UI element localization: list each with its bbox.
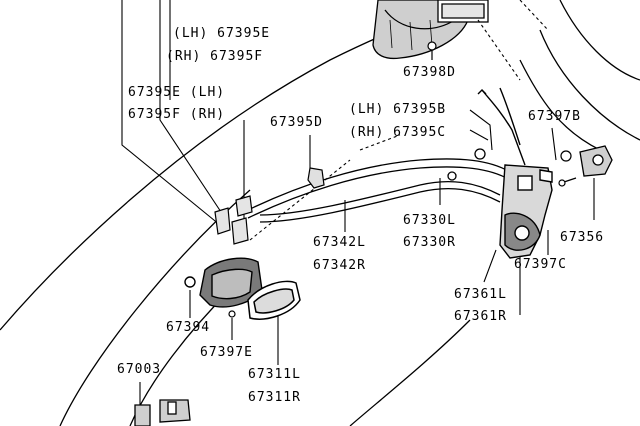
label-67395e-lh: 67395E (LH) bbox=[128, 85, 226, 100]
label-67003: 67003 bbox=[117, 362, 162, 377]
label-rh-67395c: (RH) 67395C bbox=[349, 125, 447, 140]
label-67311l: 67311L bbox=[248, 367, 301, 382]
screw-67397e bbox=[228, 310, 236, 318]
label-rh-67395f: (RH) 67395F bbox=[166, 49, 264, 64]
label-67342r: 67342R bbox=[313, 258, 366, 273]
outer-handle-upper bbox=[372, 0, 489, 60]
inner-handle-bracket bbox=[214, 195, 253, 245]
label-67398d: 67398D bbox=[403, 65, 456, 80]
label-lh-67395e: (LH) 67395E bbox=[173, 26, 271, 41]
label-67342l: 67342L bbox=[313, 235, 366, 250]
door-latch-67361 bbox=[499, 164, 553, 259]
clip-67398d bbox=[427, 41, 437, 60]
bolt-67397b bbox=[560, 150, 572, 162]
label-67361r: 67361R bbox=[454, 309, 507, 324]
label-67361l: 67361L bbox=[454, 287, 507, 302]
label-67397c: 67397C bbox=[514, 257, 567, 272]
label-67330r: 67330R bbox=[403, 235, 456, 250]
label-67394: 67394 bbox=[166, 320, 211, 335]
cable-clip-67395d bbox=[307, 167, 325, 189]
label-67311r: 67311R bbox=[248, 390, 301, 405]
striker-67356 bbox=[579, 145, 613, 177]
label-67397b: 67397B bbox=[528, 109, 581, 124]
label-67397e: 67397E bbox=[200, 345, 253, 360]
inside-handle-assembly bbox=[184, 257, 263, 308]
control-cables bbox=[247, 148, 511, 223]
label-67330l: 67330L bbox=[403, 213, 456, 228]
label-lh-67395b: (LH) 67395B bbox=[349, 102, 447, 117]
lock-rods bbox=[477, 87, 526, 166]
hinge-67003 bbox=[134, 399, 191, 426]
label-67395f-rh: 67395F (RH) bbox=[128, 107, 226, 122]
label-67395d: 67395D bbox=[270, 115, 323, 130]
bolt-67397c bbox=[558, 177, 577, 187]
label-67356: 67356 bbox=[560, 230, 605, 245]
handle-bezel-67311 bbox=[247, 280, 301, 320]
leader-lines bbox=[121, 0, 595, 405]
